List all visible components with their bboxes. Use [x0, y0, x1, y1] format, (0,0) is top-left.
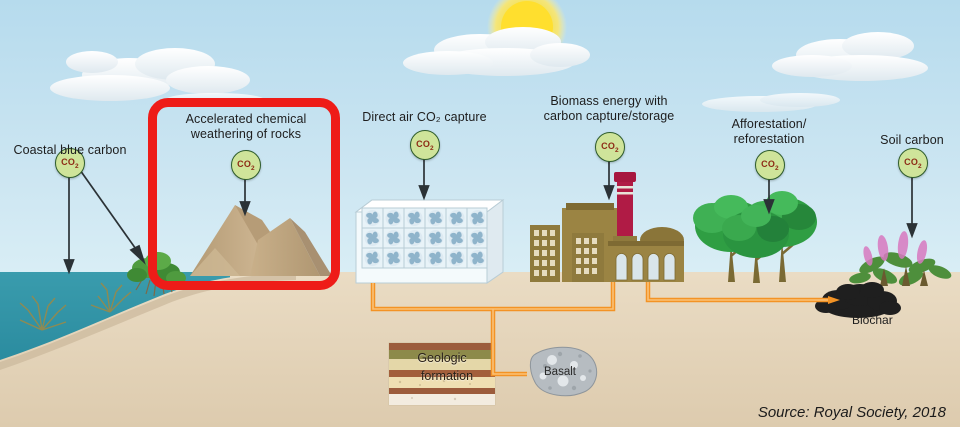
label-weathering-line1: Accelerated chemical [185, 112, 307, 126]
highlight-box-weathering [148, 98, 340, 290]
biochar-pile [815, 282, 901, 318]
co2-bubble-afforestation: CO2 [755, 150, 785, 180]
label-afforestation-line1: Afforestation/ [731, 117, 807, 131]
pipeline-highlight [372, 282, 830, 375]
arrow-coastal-diagonal [79, 169, 146, 265]
label-beccs-line2: carbon capture/storage [543, 109, 675, 123]
arrow-dac-down [418, 158, 430, 201]
basalt-rock-illustration [529, 346, 598, 397]
co2-bubble-coastal: CO2 [55, 148, 85, 178]
co2-bubble-dac: CO2 [410, 130, 440, 160]
cloud-left [50, 48, 250, 101]
smokestack [613, 172, 637, 242]
co2-bubble-text: CO2 [904, 156, 922, 170]
cloud-center [403, 27, 590, 76]
co2-bubble-text: CO2 [237, 158, 255, 172]
co2-bubble-soil: CO2 [898, 148, 928, 178]
arrow-beccs-down [603, 160, 615, 201]
cloud-right [772, 32, 928, 81]
label-soil-carbon: Soil carbon [880, 133, 944, 147]
seagrass [19, 282, 132, 331]
label-geologic-line2: formation [420, 369, 474, 383]
label-coastal-blue-carbon: Coastal blue carbon [13, 143, 127, 157]
soil-carbon-plants [849, 231, 952, 286]
cloud-group [50, 27, 928, 112]
arrow-afforestation-down [763, 178, 775, 215]
geologic-formation-illustration [388, 342, 496, 406]
label-beccs-line1: Biomass energy with [550, 94, 668, 108]
arrow-coastal-down [63, 176, 75, 275]
source-attribution: Source: Royal Society, 2018 [757, 404, 946, 421]
co2-bubble-text: CO2 [601, 140, 619, 154]
label-afforestation-line2: reforestation [733, 132, 805, 146]
tree-center [722, 205, 789, 283]
co2-bubble-text: CO2 [61, 156, 79, 170]
cloud-thin-right [702, 93, 840, 112]
label-weathering-line2: weathering of rocks [190, 127, 302, 141]
arrow-weathering-down [239, 178, 251, 217]
co2-bubble-beccs: CO2 [595, 132, 625, 162]
label-biochar: Biochar [852, 313, 893, 327]
co2-bubble-text: CO2 [416, 138, 434, 152]
biomass-plant-illustration [530, 172, 684, 282]
co2-bubble-weathering: CO2 [231, 150, 261, 180]
co2-bubble-text: CO2 [761, 158, 779, 172]
mountain-illustration [190, 205, 332, 276]
pipeline-arrow-biochar [828, 296, 840, 304]
label-basalt: Basalt [544, 366, 576, 378]
label-geologic-line1: Geologic [417, 351, 467, 365]
direct-air-capture-unit [354, 199, 505, 284]
label-direct-air-capture: Direct air CO₂ capture [362, 110, 487, 124]
forest-illustration [693, 191, 817, 283]
arrow-soil-down [906, 176, 918, 239]
co2-arrows [63, 158, 918, 275]
